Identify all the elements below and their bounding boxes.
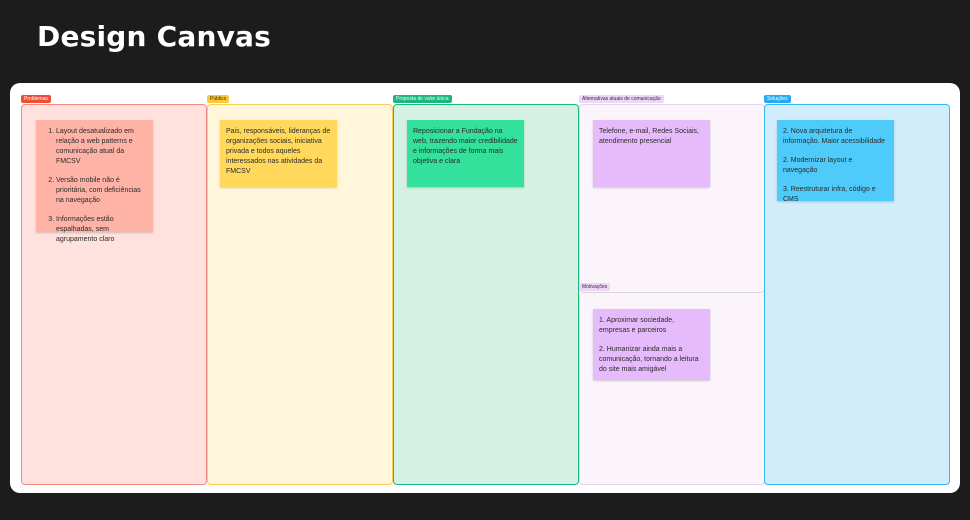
list-item: Layout desatualizado em relação a web pa… [56, 127, 147, 167]
tag-solucoes[interactable]: Soluções [764, 95, 791, 103]
sticky-note-proposta[interactable]: Reposicionar a Fundação na web, trazendo… [407, 120, 524, 187]
sticky-note-alternativas[interactable]: Telefone, e-mail, Redes Sociais, atendim… [593, 120, 710, 187]
tag-proposta[interactable]: Proposta de valor única [393, 95, 452, 103]
list-item: 2. Modernizar layout e navegação [783, 157, 853, 174]
tag-alternativas[interactable]: Alternativas atuais de comunicação [579, 95, 664, 103]
list-item: 2. Nova arquitetura de informação. Maior… [783, 128, 885, 145]
tag-publico[interactable]: Público [207, 95, 230, 103]
canvas-board: Problemas Público Proposta de valor únic… [10, 83, 960, 493]
sticky-note-publico[interactable]: Pais, responsáveis, lideranças de organi… [220, 120, 337, 187]
list-item: 1. Aproximar sociedade, empresas e parce… [599, 317, 675, 334]
tag-motivacoes[interactable]: Motivações [579, 283, 611, 291]
sticky-note-solucoes[interactable]: 2. Nova arquitetura de informação. Maior… [777, 120, 894, 203]
tag-problemas[interactable]: Problemas [21, 95, 51, 103]
sticky-note-motivacoes[interactable]: 1. Aproximar sociedade, empresas e parce… [593, 309, 710, 380]
sticky-note-problemas[interactable]: Layout desatualizado em relação a web pa… [36, 120, 153, 243]
list-item: Versão mobile não é prioritária, com def… [56, 176, 147, 206]
problemas-list: Layout desatualizado em relação a web pa… [42, 127, 147, 245]
list-item: 2. Humanizar ainda mais a comunicação, t… [599, 346, 699, 373]
sticky-note-text: Telefone, e-mail, Redes Sociais, atendim… [599, 128, 699, 145]
list-item: Informações estão espalhadas, sem agrupa… [56, 215, 147, 245]
page-title: Design Canvas [37, 20, 272, 53]
list-item: 3. Reestruturar infra, código e CMS [783, 186, 876, 203]
sticky-note-text: Pais, responsáveis, lideranças de organi… [226, 128, 331, 175]
sticky-note-text: Reposicionar a Fundação na web, trazendo… [413, 128, 518, 165]
